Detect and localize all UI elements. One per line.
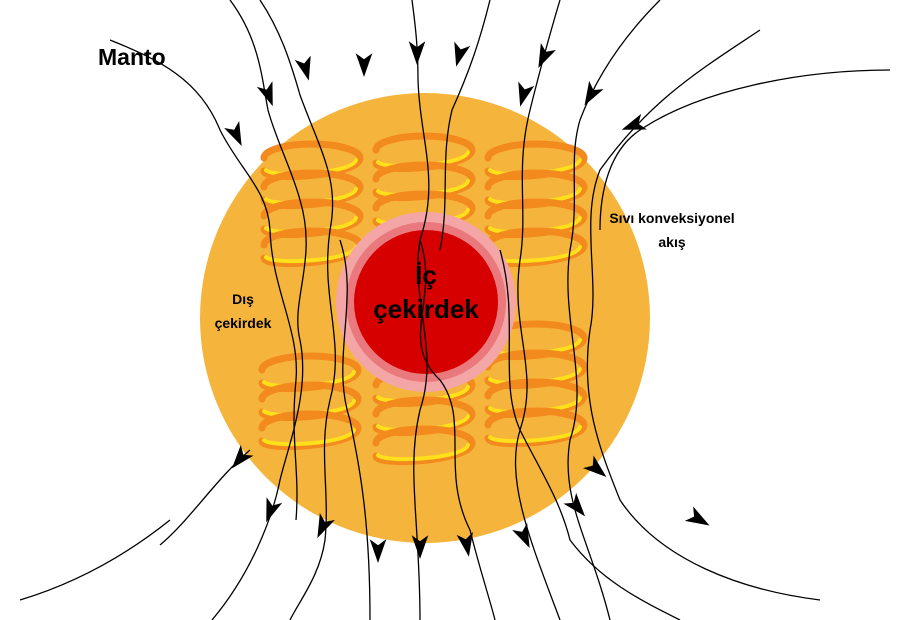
field-direction-arrow xyxy=(224,120,242,146)
coil-back-arc xyxy=(258,381,362,403)
coil-back-arc xyxy=(260,169,364,191)
field-direction-arrow xyxy=(317,512,335,538)
field-line xyxy=(419,239,496,620)
field-line xyxy=(211,0,307,620)
convection-coil xyxy=(484,320,588,448)
field-direction-arrow xyxy=(408,41,426,65)
coil-back-arc xyxy=(484,198,588,220)
field-direction-arrow xyxy=(231,444,254,469)
coil-back-arc xyxy=(258,410,362,432)
field-direction-arrow xyxy=(538,42,556,68)
coil-back-arc xyxy=(260,198,364,220)
inner-core-label-line2: çekirdek xyxy=(373,294,479,324)
inner-core-label-line1: İç xyxy=(415,260,437,290)
coil-back-arc xyxy=(372,425,476,447)
convection-coil xyxy=(258,352,362,451)
field-line xyxy=(439,0,491,251)
outer-core-label-line2: çekirdek xyxy=(214,315,272,331)
coil-back-arc xyxy=(372,161,476,183)
fluid-flow-label-line2: akış xyxy=(658,234,686,250)
fluid-flow-label-line1: Sıvı konveksiyonel xyxy=(609,210,735,226)
magnetic-field-lines xyxy=(19,0,891,620)
field-direction-arrow xyxy=(684,506,710,526)
coil-front-shadow xyxy=(372,439,476,466)
field-line xyxy=(586,29,821,601)
field-line xyxy=(259,0,336,620)
field-direction-arrow xyxy=(512,522,530,548)
field-direction-arrow xyxy=(294,55,311,81)
field-line xyxy=(411,0,430,620)
field-line xyxy=(567,0,661,620)
coil-back-arc xyxy=(372,190,476,212)
coil-front-arc xyxy=(262,428,356,447)
inner-core-label: İç çekirdek xyxy=(352,258,500,326)
field-line xyxy=(19,449,251,601)
field-line xyxy=(599,69,891,231)
outer-core-label-line1: Dış xyxy=(232,291,254,307)
coil-back-arc xyxy=(258,352,362,374)
field-direction-arrow xyxy=(266,497,283,523)
coil-back-arc xyxy=(484,378,588,400)
coil-front-arc xyxy=(376,443,470,462)
convection-coils xyxy=(258,132,588,466)
coil-back-arc xyxy=(484,407,588,429)
field-direction-arrow xyxy=(518,81,535,107)
field-direction-arrow xyxy=(563,492,586,517)
outer-core-label: Dış çekirdek xyxy=(200,287,286,335)
coil-back-arc xyxy=(372,396,476,418)
coil-back-arc xyxy=(484,227,588,249)
field-direction-arrow xyxy=(369,539,387,563)
field-direction-arrow xyxy=(454,41,471,67)
field-direction-arrow xyxy=(584,80,604,106)
inner-core-sphere xyxy=(354,230,498,374)
field-direction-arrow xyxy=(411,535,429,559)
field-direction-arrow xyxy=(456,532,473,557)
field-line xyxy=(499,249,681,620)
field-direction-arrow xyxy=(256,81,273,107)
coil-front-arc xyxy=(488,425,582,444)
field-line xyxy=(339,239,371,620)
field-direction-arrow xyxy=(355,53,373,77)
fluid-flow-label: Sıvı konveksiyonel akış xyxy=(598,206,746,254)
coil-front-shadow xyxy=(484,421,588,448)
coil-back-arc xyxy=(260,140,364,162)
field-direction-arrow xyxy=(582,455,607,478)
coil-back-arc xyxy=(484,169,588,191)
coil-back-arc xyxy=(260,227,364,249)
mantle-label: Manto xyxy=(98,44,166,70)
coil-front-shadow xyxy=(258,424,362,451)
field-line xyxy=(514,0,561,620)
field-line xyxy=(109,39,298,521)
coil-back-arc xyxy=(484,140,588,162)
field-direction-arrow xyxy=(621,113,647,130)
